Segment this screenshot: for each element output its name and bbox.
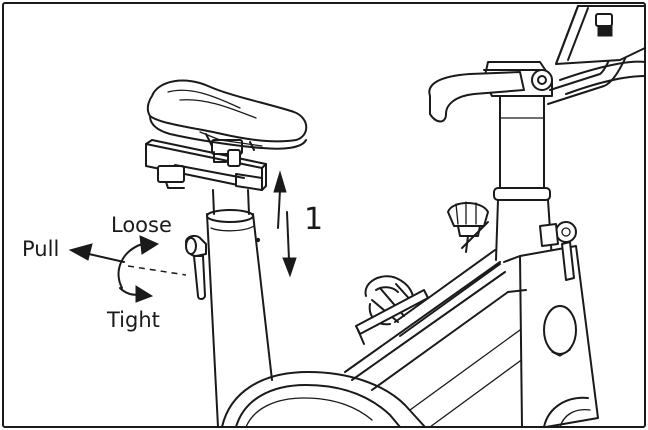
labels: Pull Loose Tight 1 <box>22 202 323 332</box>
console-holder <box>555 5 646 65</box>
seat-post <box>206 189 273 428</box>
resistance-knob <box>447 201 489 253</box>
bike-frame <box>221 249 536 428</box>
seat-clamp <box>145 139 267 191</box>
step-number-label: 1 <box>304 202 323 237</box>
handlebar <box>428 37 646 123</box>
height-adjust-arrows <box>273 170 297 278</box>
saddle <box>146 79 308 151</box>
loose-arrowhead <box>139 235 160 255</box>
pull-label: Pull <box>22 237 59 261</box>
rotation-indicator <box>117 235 187 303</box>
bottle-holder <box>355 275 429 345</box>
tight-label: Tight <box>106 308 160 332</box>
loose-label: Loose <box>111 213 172 237</box>
tight-arrowhead <box>135 285 154 303</box>
pull-arrow <box>68 243 125 263</box>
front-frame <box>503 221 599 428</box>
seat-adjust-lever <box>185 234 207 300</box>
